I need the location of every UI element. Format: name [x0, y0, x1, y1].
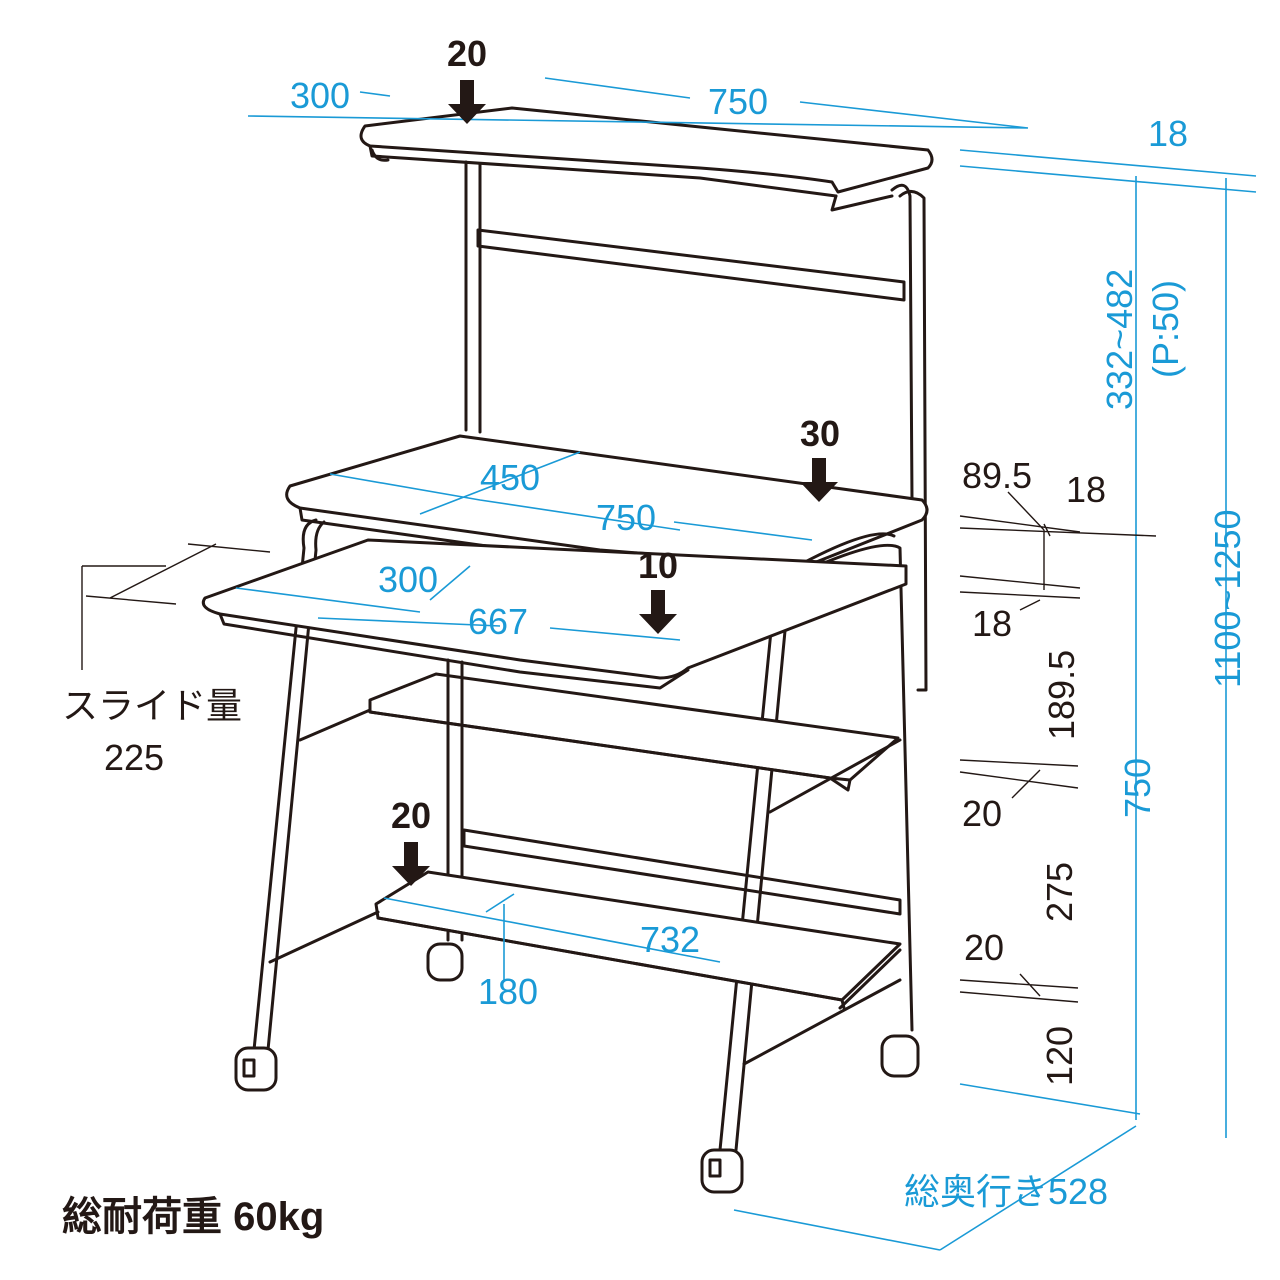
bottom-shelf	[374, 870, 902, 1002]
slide-guides	[81, 491, 1157, 1003]
dim-total-depth: 総奥行き528	[904, 1171, 1108, 1212]
dim-total-height: 1100~1250	[1207, 509, 1248, 688]
slide-value: 225	[104, 737, 164, 778]
dim-top-thickness: 18	[1148, 113, 1188, 154]
right-dimension-labels: 89.5 18 18 20 20 189.5 275 120	[962, 455, 1106, 1086]
slide-labels: スライド量 225	[62, 685, 242, 778]
slide-guide	[81, 543, 271, 670]
load-labels: 20 30 10 20	[391, 33, 840, 836]
caster-wheel-icon	[426, 942, 464, 982]
middle-shelf-edge	[368, 710, 852, 792]
total-load: 総耐荷重 60kg	[62, 1195, 324, 1239]
down-arrow-icon	[392, 842, 430, 886]
down-arrow-icon	[639, 590, 677, 634]
dim-tray-depth: 300	[378, 559, 438, 600]
upper-post-right	[890, 183, 928, 692]
dim-top-pitch: (P:50)	[1145, 280, 1186, 378]
caster-wheel-icon	[880, 1034, 920, 1078]
dim-top-depth: 300	[290, 75, 350, 116]
down-arrow-icon	[800, 458, 838, 502]
dim-20-a: 20	[962, 793, 1002, 834]
dim-desk-width: 750	[596, 497, 656, 538]
height-dims	[959, 149, 1257, 1138]
bottom-braces	[268, 910, 902, 1066]
dim-bottom-width: 732	[640, 919, 700, 960]
upper-post-left	[464, 160, 482, 434]
lower-crossbar	[462, 828, 902, 916]
dim-18-b: 18	[972, 603, 1012, 644]
caster-wheel-icon	[700, 1148, 744, 1194]
right-ticks-upper	[959, 491, 1157, 611]
load-desk: 30	[800, 413, 840, 454]
slide-label: スライド量	[62, 685, 242, 726]
dim-top-height: 332~482	[1099, 269, 1140, 410]
upper-crossbar	[476, 228, 906, 302]
desk-drawing	[201, 106, 934, 1194]
middle-braces	[298, 708, 902, 814]
load-tray: 10	[638, 545, 678, 586]
down-arrow-icon	[448, 80, 486, 124]
right-ticks-lower	[959, 759, 1079, 1003]
right-front-leg	[718, 532, 914, 1152]
dim-tray-width: 667	[468, 601, 528, 642]
desk-dims	[235, 451, 813, 641]
bottom-shelf-edge	[376, 916, 902, 1010]
load-top: 20	[447, 33, 487, 74]
keyboard-tray	[201, 538, 908, 680]
dim-bottom-depth: 180	[478, 971, 538, 1012]
load-bottom: 20	[391, 795, 431, 836]
depth-dims	[733, 1083, 1141, 1251]
top-shelf-bracket-right	[830, 194, 894, 212]
left-front-leg	[252, 518, 326, 1052]
dim-189-5: 189.5	[1041, 650, 1082, 740]
dim-18-a: 18	[1066, 469, 1106, 510]
top-width-dim	[247, 77, 1029, 129]
dim-desk-height: 750	[1117, 758, 1158, 818]
dim-top-width: 750	[708, 81, 768, 122]
dim-275: 275	[1039, 862, 1080, 922]
keyboard-tray-edge	[218, 612, 690, 690]
dim-desk-depth: 450	[480, 457, 540, 498]
dim-89-5: 89.5	[962, 455, 1032, 496]
dimension-labels: 300 750 18 450 750 300 667 732 180 総奥行き5…	[290, 75, 1248, 1212]
top-shelf-bracket	[370, 148, 390, 162]
top-shelf	[359, 106, 934, 194]
bottom-dims	[383, 893, 721, 982]
load-arrows	[392, 80, 838, 886]
dim-20-b: 20	[964, 927, 1004, 968]
dim-120: 120	[1039, 1026, 1080, 1086]
caster-wheel-icon	[234, 1046, 278, 1092]
dimension-lines	[235, 77, 1257, 1251]
